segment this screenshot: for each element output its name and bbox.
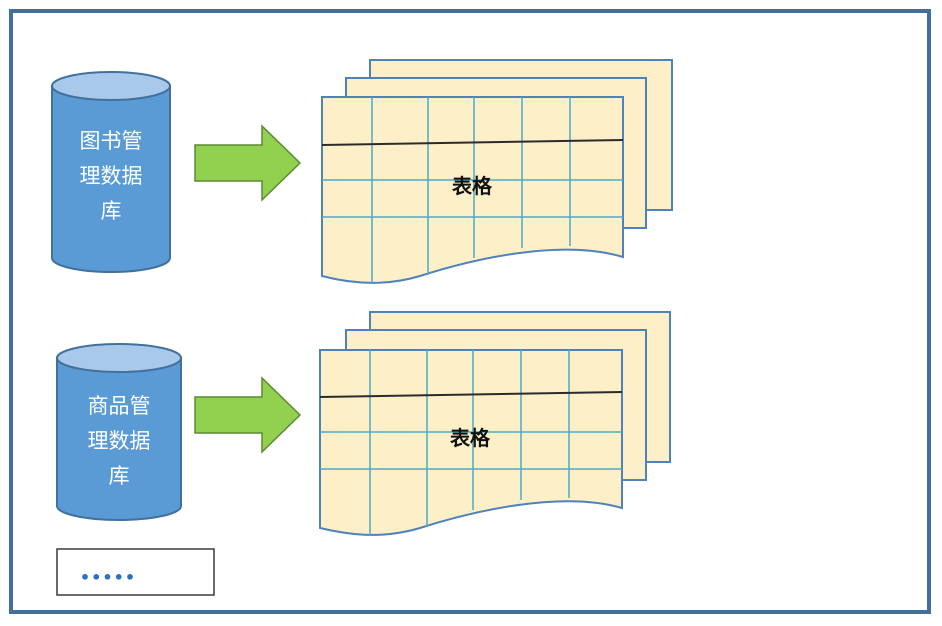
table-grid <box>322 97 623 284</box>
more-box-frame <box>56 548 215 596</box>
table-label: 表格 <box>450 426 491 450</box>
table-header-line <box>319 391 623 398</box>
table-sheet-front: 表格 <box>321 96 624 284</box>
database-label-line-2: 理数据 <box>88 429 151 453</box>
cylinder-top <box>56 343 182 373</box>
database-label-line-3: 库 <box>101 199 122 223</box>
database-label-line-1: 图书管 <box>80 129 143 153</box>
table-stack-1: 表格 <box>321 59 673 284</box>
cylinder-top <box>51 71 171 101</box>
right-arrow-icon <box>194 376 302 454</box>
database-label-line-2: 理数据 <box>80 164 143 188</box>
database-cylinder-2: 商品管 理数据 库 <box>56 343 182 521</box>
more-ellipsis: ••••• <box>80 568 136 587</box>
cylinder-body <box>51 85 171 273</box>
table-grid <box>320 350 622 536</box>
more-databases-box: ••••• <box>56 548 215 596</box>
cylinder-body <box>56 357 182 521</box>
table-sheet-front: 表格 <box>319 349 623 536</box>
database-label-line-3: 库 <box>109 464 130 488</box>
database-label-line-1: 商品管 <box>88 394 151 418</box>
right-arrow-icon <box>194 124 302 202</box>
table-label: 表格 <box>452 174 493 198</box>
database-cylinder-1: 图书管 理数据 库 <box>51 71 171 273</box>
row-2: 商品管 理数据 库 表格 <box>56 311 671 536</box>
table-header-line <box>321 139 624 146</box>
table-stack-2: 表格 <box>319 311 671 536</box>
row-1: 图书管 理数据 库 表格 <box>51 59 673 284</box>
